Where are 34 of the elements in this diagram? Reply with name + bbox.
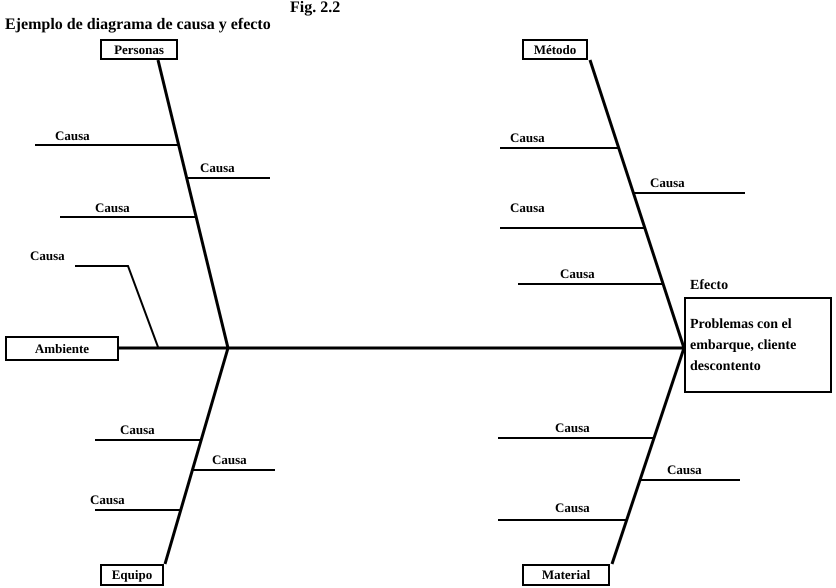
spine-line [610, 348, 686, 564]
cause-label: Causa [560, 266, 595, 281]
category-label: Personas [114, 42, 164, 58]
cause-label: Causa [555, 500, 590, 515]
cause-label: Causa [30, 248, 65, 263]
cause-label: Causa [55, 128, 90, 143]
figure-title: Ejemplo de diagrama de causa y efecto [5, 16, 271, 34]
category-box [522, 39, 588, 60]
category-label: Ambiente [34, 340, 90, 356]
cause-label: Causa [90, 492, 125, 507]
bone-line [164, 348, 230, 564]
spine-line [119, 346, 684, 350]
effect-heading: Efecto [690, 278, 728, 294]
cause-label: Causa [200, 160, 235, 175]
category-label: Equipo [112, 567, 152, 583]
category-box [5, 336, 119, 361]
cause-label: Causa [95, 200, 130, 215]
spine-line [588, 60, 686, 348]
category-box [522, 564, 610, 586]
bone-line [156, 60, 230, 348]
category-box [100, 564, 164, 586]
cause-label: Causa [120, 422, 155, 437]
cause-label: Causa [510, 130, 545, 145]
cause-label: Causa [555, 420, 590, 435]
category-box [100, 39, 178, 60]
cause-label: Causa [650, 175, 685, 190]
effect-text: Problemas con el embarque, cliente descontento [690, 316, 798, 376]
category-label: Método [534, 42, 576, 58]
cause-label: Causa [510, 200, 545, 215]
effect-box [684, 297, 832, 393]
cause-label: Causa [667, 462, 702, 477]
category-label: Material [542, 567, 590, 583]
figure-number: Fig. 2.2 [290, 0, 340, 16]
cause-label: Causa [212, 452, 247, 467]
